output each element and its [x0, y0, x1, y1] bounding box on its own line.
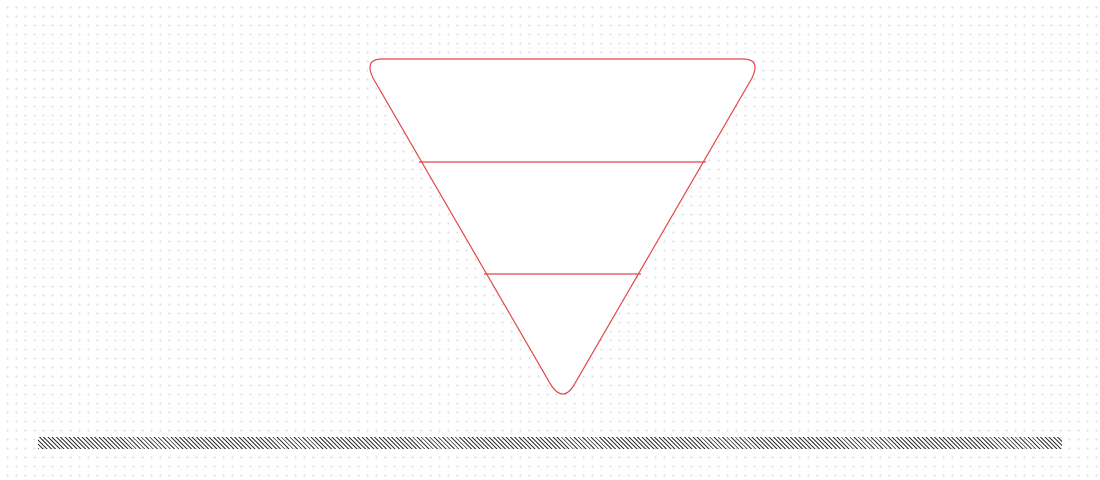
- hatched-baseline-bar: [38, 437, 1062, 449]
- inverted-pyramid-outline: [369, 58, 756, 395]
